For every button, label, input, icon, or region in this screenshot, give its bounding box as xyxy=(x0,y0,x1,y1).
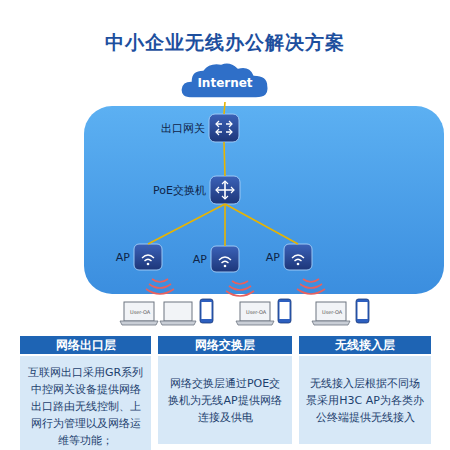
network-device: AP xyxy=(134,244,162,270)
network-link xyxy=(224,204,226,246)
layer-panel: 网络出口层互联网出口采用GR系列中控网关设备提供网络出口路由无线控制、上网行为管… xyxy=(20,336,151,450)
device-label: AP xyxy=(266,251,280,264)
network-device: 出口网关 xyxy=(209,114,239,142)
phone-icon xyxy=(278,299,291,323)
panel-body-text: 互联网出口采用GR系列中控网关设备提供网络出口路由无线控制、上网行为管理以及网络… xyxy=(20,356,151,450)
network-link xyxy=(225,204,298,244)
ap-icon xyxy=(284,244,312,270)
phone-icon xyxy=(200,299,213,323)
network-area xyxy=(84,106,444,294)
screen-label: User-OA xyxy=(322,309,342,315)
wireless-waves xyxy=(146,279,325,296)
layer-panel: 无线接入层无线接入层根据不同场景采用H3C AP为各类办公终端提供无线接入 xyxy=(299,336,431,444)
switch-icon xyxy=(210,176,240,204)
network-device: PoE交换机 xyxy=(210,176,240,204)
screen-label: User-OA xyxy=(246,309,266,315)
network-link xyxy=(224,102,225,114)
laptop-icon xyxy=(312,302,350,325)
internet-cloud: Internet xyxy=(178,60,272,102)
device-label: AP xyxy=(193,253,207,266)
ap-icon xyxy=(211,246,239,272)
panel-body-text: 无线接入层根据不同场景采用H3C AP为各类办公终端提供无线接入 xyxy=(299,356,431,444)
diagram-title: 中小企业无线办公解决方案 xyxy=(0,30,450,56)
panel-heading: 无线接入层 xyxy=(299,336,431,354)
network-link xyxy=(224,142,225,176)
panel-body-text: 网络交换层通过POE交换机为无线AP提供网络连接及供电 xyxy=(158,356,292,444)
laptop-icon xyxy=(160,302,196,325)
panel-heading: 网络出口层 xyxy=(20,336,151,354)
laptop-icon xyxy=(236,302,274,325)
layer-panel: 网络交换层网络交换层通过POE交换机为无线AP提供网络连接及供电 xyxy=(158,336,292,444)
ap-icon xyxy=(134,244,162,270)
laptop-icon xyxy=(120,302,158,325)
device-label: PoE交换机 xyxy=(153,183,206,198)
panel-heading: 网络交换层 xyxy=(158,336,292,354)
phone-icon xyxy=(356,299,369,323)
router-icon xyxy=(209,114,239,142)
screen-label: User-OA xyxy=(130,309,150,315)
device-label: AP xyxy=(116,251,130,264)
network-device: AP xyxy=(284,244,312,270)
network-device: AP xyxy=(211,246,239,272)
device-label: 出口网关 xyxy=(161,121,205,136)
cloud-label: Internet xyxy=(178,60,272,102)
network-link xyxy=(148,204,225,244)
